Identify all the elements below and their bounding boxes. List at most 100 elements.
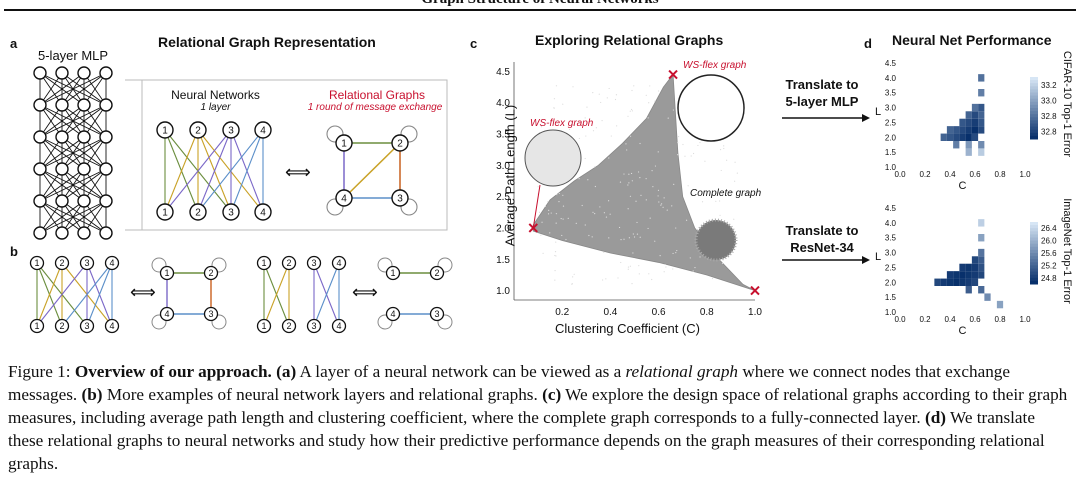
pointer-1: [532, 184, 541, 229]
colorbar-segment: [1030, 234, 1038, 238]
heatmap-ytick: 3.5: [885, 234, 897, 243]
mlp-node: [33, 98, 47, 112]
b-nn-node-bottom: [331, 318, 347, 334]
caption-c-text: We explore the design space of relationa…: [8, 385, 1068, 427]
nn-edge: [230, 129, 264, 213]
scatter-speckle: [699, 141, 701, 144]
mlp-edge: [39, 168, 85, 202]
mlp-node: [99, 226, 113, 240]
scatter-speckle: [733, 218, 735, 220]
scatter-speckle: [619, 181, 622, 183]
heatmap-cell: [978, 126, 985, 134]
b-rg-self-loop: [151, 314, 167, 330]
heatmap-xlabel: C: [959, 325, 967, 337]
heatmap-cell: [965, 126, 972, 134]
colorbar-segment: [1030, 265, 1038, 269]
mlp-node: [77, 226, 91, 240]
scatter-speckle: [599, 206, 601, 208]
heatmap-xtick: 0.6: [969, 315, 981, 324]
scatter-speckle: [640, 194, 642, 196]
scatter-speckle: [631, 89, 633, 92]
scatter-xlabel: Clustering Coefficient (C): [555, 321, 700, 336]
scatter-speckle: [677, 142, 679, 144]
scatter-speckle: [587, 179, 589, 181]
nn-edge: [164, 129, 199, 213]
scatter-speckle: [672, 109, 674, 111]
b-nn-node-label: 1: [261, 321, 266, 331]
scatter-speckle: [672, 252, 674, 255]
scatter-speckle: [629, 135, 632, 137]
mlp-node: [99, 98, 113, 112]
scatter-speckle: [639, 177, 641, 179]
heatmap-cell: [978, 111, 985, 119]
rg-node-label: 2: [397, 139, 403, 150]
colorbar-segment: [1030, 126, 1038, 131]
scatter-xtick: 0.8: [700, 307, 714, 318]
heatmap-ytick: 4.0: [885, 74, 897, 83]
nn-edge: [164, 129, 232, 213]
mlp-edge: [39, 72, 85, 106]
heatmap-cell: [978, 263, 985, 272]
b-nn-node-label: 3: [311, 258, 316, 268]
scatter-speckle: [721, 262, 724, 264]
scatter-speckle: [610, 135, 612, 137]
heatmap-cell: [984, 293, 991, 301]
nn-node-bottom-label: 1: [162, 208, 168, 219]
nn-node-top-label: 2: [195, 126, 201, 137]
mlp-node: [33, 162, 47, 176]
heatmap-cell: [946, 271, 954, 279]
heatmap-xtick: 0.4: [944, 315, 956, 324]
rg-self-loop: [326, 125, 344, 143]
scatter-speckle: [572, 124, 574, 126]
scatter-speckle: [575, 222, 577, 225]
heatmap-cell: [978, 286, 985, 294]
scatter-speckle: [648, 273, 650, 275]
scatter-speckle: [665, 266, 667, 268]
b-nn-node-top: [79, 255, 95, 271]
heatmap-cell: [971, 263, 979, 272]
heatmap-cell: [946, 133, 954, 141]
scatter-speckle: [660, 204, 662, 206]
nn-node-bottom-label: 2: [195, 208, 201, 219]
scatter-ytick: 3.0: [496, 161, 510, 172]
scatter-speckle: [588, 234, 590, 237]
b-nn-node-label: 3: [84, 321, 89, 331]
b-nn-edge: [36, 262, 63, 327]
mlp-node: [55, 66, 69, 80]
scatter-speckle: [719, 214, 721, 216]
scatter-speckle: [618, 226, 621, 229]
scatter-speckle: [676, 249, 678, 252]
nn-node-top-label: 3: [228, 126, 234, 137]
rg-self-loop: [400, 198, 418, 216]
heatmap2-colorbar-title: ImageNet Top-1 Error: [1061, 198, 1073, 304]
heatmap-cell: [953, 141, 960, 149]
heatmap-ytick: 4.5: [885, 204, 897, 213]
scatter-speckle: [605, 216, 608, 218]
scatter-speckle: [584, 224, 586, 226]
scatter-speckle: [652, 186, 654, 188]
scatter-speckle: [657, 189, 660, 191]
nn-node-top: [254, 121, 272, 139]
scatter-speckle: [718, 200, 721, 202]
scatter-xtick: 0.2: [555, 307, 569, 318]
rg-sub: 1 round of message exchange: [307, 102, 443, 113]
scatter-speckle: [595, 127, 597, 129]
heatmap-cell: [978, 118, 985, 127]
heatmap-cell: [971, 271, 979, 279]
heatmap-cell: [940, 133, 947, 141]
colorbar-segment: [1030, 89, 1038, 93]
b-nn-edge: [36, 262, 88, 327]
scatter-speckle: [685, 219, 688, 221]
scatter-speckle: [578, 137, 580, 140]
heatmap-cell: [978, 89, 985, 97]
colorbar-tick: 33.0: [1041, 96, 1057, 105]
rg-node-label: 3: [397, 194, 403, 205]
scatter-speckle: [562, 218, 564, 220]
heatmap-cell: [965, 286, 972, 294]
colorbar-segment: [1030, 253, 1038, 257]
scatter-speckle: [594, 185, 596, 188]
scatter-speckle: [623, 238, 625, 240]
heatmap-xtick: 0.8: [994, 170, 1006, 179]
mlp-node: [55, 130, 69, 144]
colorbar-segment: [1030, 225, 1038, 229]
